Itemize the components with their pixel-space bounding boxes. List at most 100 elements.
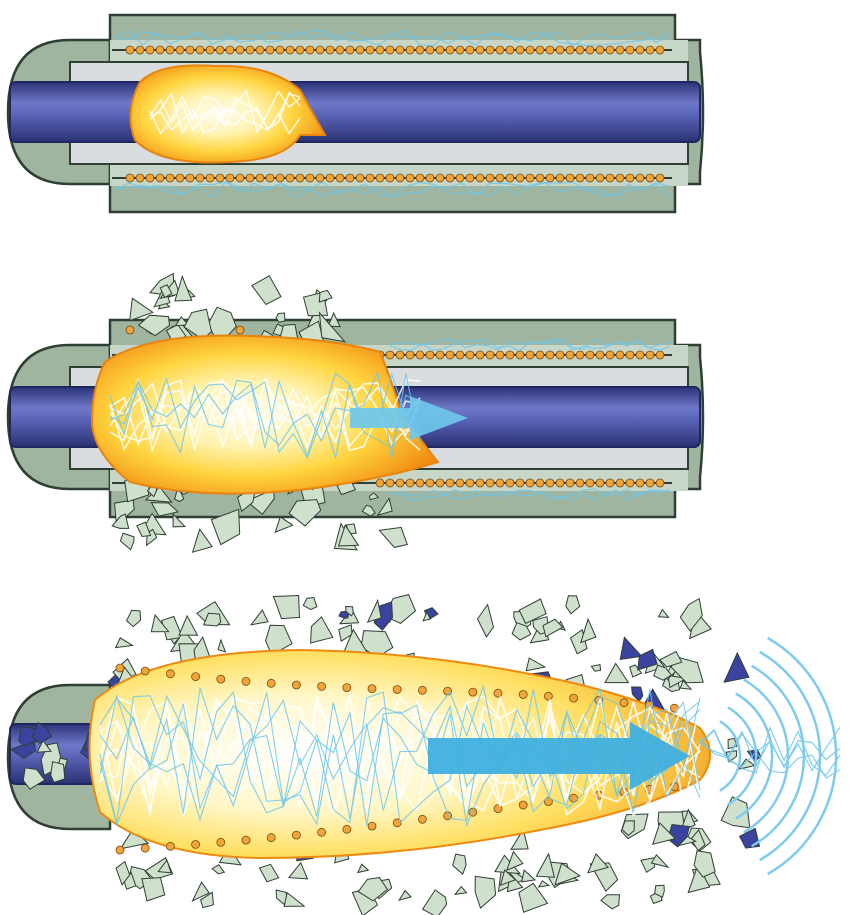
coil-turn <box>217 838 225 846</box>
coil-turn <box>196 174 204 182</box>
coil-turn <box>516 174 524 182</box>
coil-turn <box>576 479 584 487</box>
coil-turn <box>496 46 504 54</box>
fragment <box>319 290 332 302</box>
coil-turn <box>506 479 514 487</box>
coil-turn <box>242 677 250 685</box>
coil-turn <box>596 351 604 359</box>
coil-turn <box>346 174 354 182</box>
coil-turn <box>306 174 314 182</box>
coil-turn <box>406 174 414 182</box>
coil-turn <box>586 351 594 359</box>
coil-turn <box>626 351 634 359</box>
coil-turn <box>192 673 200 681</box>
coil-turn <box>646 46 654 54</box>
fragment <box>591 665 600 672</box>
fragment <box>399 891 411 901</box>
coil-turn <box>286 174 294 182</box>
coil-turn <box>646 174 654 182</box>
coil-turn <box>496 351 504 359</box>
coil-turn <box>386 351 394 359</box>
coil-turn <box>586 479 594 487</box>
coil-turn <box>416 351 424 359</box>
coil-turn <box>519 691 527 699</box>
stage-1-generator <box>8 15 703 212</box>
coil-turn <box>356 174 364 182</box>
coil-turn <box>206 46 214 54</box>
fragment <box>274 596 300 619</box>
coil-turn <box>496 479 504 487</box>
coil-turn <box>456 479 464 487</box>
coil-turn <box>396 479 404 487</box>
coil-turn <box>242 836 250 844</box>
coil-turn <box>606 351 614 359</box>
fragment <box>453 854 466 874</box>
coil-turn <box>236 326 244 334</box>
coil-turn <box>418 815 426 823</box>
coil-turn <box>626 174 634 182</box>
coil-turn <box>486 479 494 487</box>
fragment <box>251 610 268 625</box>
coil-turn <box>396 174 404 182</box>
coil-turn <box>506 351 514 359</box>
coil-turn <box>546 479 554 487</box>
coil-turn <box>186 174 194 182</box>
fragment <box>193 529 213 552</box>
coil-turn <box>116 664 124 672</box>
coil-turn <box>416 46 424 54</box>
coil-turn <box>616 351 624 359</box>
fragment <box>289 863 308 879</box>
coil-turn <box>536 174 544 182</box>
coil-turn <box>586 46 594 54</box>
coil-turn <box>626 46 634 54</box>
coil-turn <box>646 351 654 359</box>
coil-turn <box>526 46 534 54</box>
coil-turn <box>376 46 384 54</box>
coil-turn <box>286 46 294 54</box>
coil-turn <box>166 46 174 54</box>
fragment <box>260 864 279 882</box>
coil-turn <box>343 825 351 833</box>
coil-turn <box>436 46 444 54</box>
stage-3-generator <box>8 595 840 915</box>
coil-turn <box>386 174 394 182</box>
coil-turn <box>446 174 454 182</box>
coil-turn <box>526 479 534 487</box>
coil-turn <box>476 351 484 359</box>
fragment <box>620 637 641 659</box>
coil-turn <box>346 46 354 54</box>
coil-turn <box>566 174 574 182</box>
coil-turn <box>456 174 464 182</box>
coil-turn <box>616 479 624 487</box>
coil-turn <box>267 679 275 687</box>
coil-turn <box>246 174 254 182</box>
coil-turn <box>494 689 502 697</box>
coil-turn <box>292 681 300 689</box>
coil-turn <box>476 46 484 54</box>
coil-turn <box>646 479 654 487</box>
coil-turn <box>506 174 514 182</box>
coil-turn <box>136 46 144 54</box>
fragment <box>275 517 293 532</box>
coil-turn <box>426 351 434 359</box>
coil-turn <box>296 46 304 54</box>
coil-turn <box>276 174 284 182</box>
coil-turn <box>536 351 544 359</box>
coil-turn <box>636 46 644 54</box>
coil-turn <box>176 174 184 182</box>
coil-turn <box>486 351 494 359</box>
fragment <box>51 762 65 783</box>
coil-turn <box>469 688 477 696</box>
coil-turn <box>246 46 254 54</box>
coil-turn <box>416 479 424 487</box>
coil-turn <box>146 46 154 54</box>
coil-turn <box>376 479 384 487</box>
fragment <box>478 605 494 637</box>
coil-turn <box>506 46 514 54</box>
coil-turn <box>436 174 444 182</box>
coil-turn <box>166 670 174 678</box>
coil-turn <box>226 46 234 54</box>
fragment <box>127 610 141 626</box>
coil-turn <box>486 46 494 54</box>
coil-turn <box>396 351 404 359</box>
